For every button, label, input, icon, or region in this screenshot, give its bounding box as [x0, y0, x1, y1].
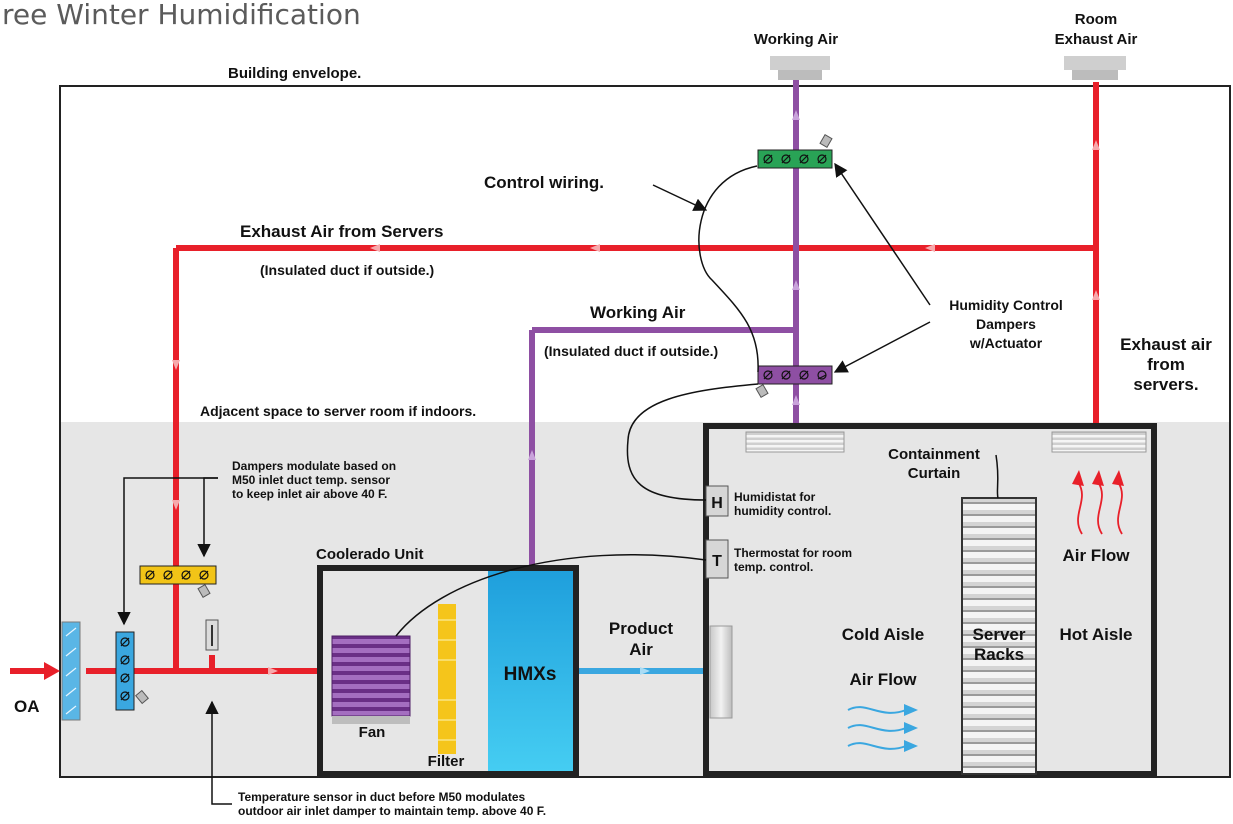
label-hmxs: HMXs	[504, 664, 557, 685]
label-working-air-top: Working Air	[754, 31, 838, 48]
label-adjacent-space: Adjacent space to server room if indoors…	[200, 403, 476, 419]
label-dampers-modulate-1: Dampers modulate based on	[232, 459, 396, 473]
label-product-air-2: Air	[629, 640, 653, 659]
humidity-damper-bottom	[755, 365, 833, 399]
label-humidistat-2: humidity control.	[734, 504, 831, 518]
cold-aisle-airflow-icon	[847, 706, 907, 750]
label-cold-aisle: Cold Aisle	[842, 625, 925, 644]
recirculation-damper	[139, 565, 217, 599]
label-temp-sensor-1: Temperature sensor in duct before M50 mo…	[238, 790, 526, 804]
label-humidity-control-3: w/Actuator	[969, 335, 1043, 351]
working-air-roof-cap	[770, 56, 830, 80]
label-product-air-1: Product	[609, 619, 674, 638]
fan-icon	[331, 635, 411, 724]
duct-temperature-sensor	[205, 619, 219, 651]
exhaust-duct	[86, 82, 1099, 674]
hot-aisle-airflow-icon	[1077, 481, 1123, 535]
hot-aisle-arrowheads	[1072, 470, 1124, 486]
label-air-flow-cold: Air Flow	[849, 670, 917, 689]
room-exhaust-roof-cap	[1064, 56, 1126, 80]
thermostat-letter: T	[712, 553, 722, 570]
label-thermostat-1: Thermostat for room	[734, 546, 852, 560]
label-filter: Filter	[428, 753, 465, 770]
label-oa: OA	[14, 697, 40, 716]
label-exhaust-air-right-3: servers.	[1133, 375, 1198, 394]
label-air-flow-hot: Air Flow	[1062, 546, 1130, 565]
label-building-envelope: Building envelope.	[228, 65, 361, 82]
hmx-block	[488, 571, 573, 771]
product-air-duct	[576, 667, 710, 675]
label-room-exhaust-2: Exhaust Air	[1055, 31, 1138, 48]
filter-icon	[438, 604, 456, 754]
label-control-wiring: Control wiring.	[484, 173, 604, 192]
label-exhaust-air-right-1: Exhaust air	[1120, 335, 1212, 354]
product-air-diffuser	[709, 625, 733, 719]
label-temp-sensor-2: outdoor air inlet damper to maintain tem…	[238, 804, 546, 818]
label-dampers-modulate-3: to keep inlet air above 40 F.	[232, 487, 387, 501]
annotation-arrows	[117, 162, 931, 805]
label-hot-aisle: Hot Aisle	[1059, 625, 1132, 644]
exhaust-flow-arrows	[172, 140, 1100, 510]
supply-grille	[745, 431, 845, 453]
working-air-flow-arrows	[528, 110, 800, 460]
control-wiring	[395, 165, 999, 637]
outdoor-air-louver	[61, 621, 81, 721]
label-exhaust-air-from-servers: Exhaust Air from Servers	[240, 222, 443, 241]
outdoor-air-damper	[115, 631, 149, 711]
humidistat-letter: H	[711, 495, 723, 512]
label-server-racks-1: Server	[973, 625, 1026, 644]
label-fan: Fan	[359, 724, 386, 741]
exhaust-grille	[1051, 431, 1147, 453]
label-room-exhaust-1: Room	[1075, 11, 1118, 28]
label-containment-2: Curtain	[908, 465, 961, 482]
label-insulated-duct-1: (Insulated duct if outside.)	[260, 262, 434, 278]
server-racks	[961, 497, 1037, 775]
label-humidity-control-2: Dampers	[976, 316, 1036, 332]
label-humidity-control-1: Humidity Control	[949, 297, 1063, 313]
humidity-damper-top	[757, 133, 833, 169]
label-insulated-duct-2: (Insulated duct if outside.)	[544, 343, 718, 359]
label-coolerado-unit: Coolerado Unit	[316, 546, 424, 563]
label-humidistat-1: Humidistat for	[734, 490, 816, 504]
cold-aisle-arrowheads	[904, 704, 918, 752]
label-dampers-modulate-2: M50 inlet duct temp. sensor	[232, 473, 390, 487]
building-envelope	[59, 85, 1231, 778]
label-server-racks-2: Racks	[974, 645, 1024, 664]
humidistat-icon: H	[705, 485, 729, 517]
thermostat-icon: T	[705, 539, 729, 579]
label-exhaust-air-right-2: from	[1147, 355, 1185, 374]
outdoor-air-inlet-arrow	[10, 662, 60, 680]
diagram-title: ree Winter Humidification	[2, 0, 361, 31]
label-thermostat-2: temp. control.	[734, 560, 813, 574]
label-working-air-mid: Working Air	[590, 303, 686, 322]
label-containment-1: Containment	[888, 446, 980, 463]
